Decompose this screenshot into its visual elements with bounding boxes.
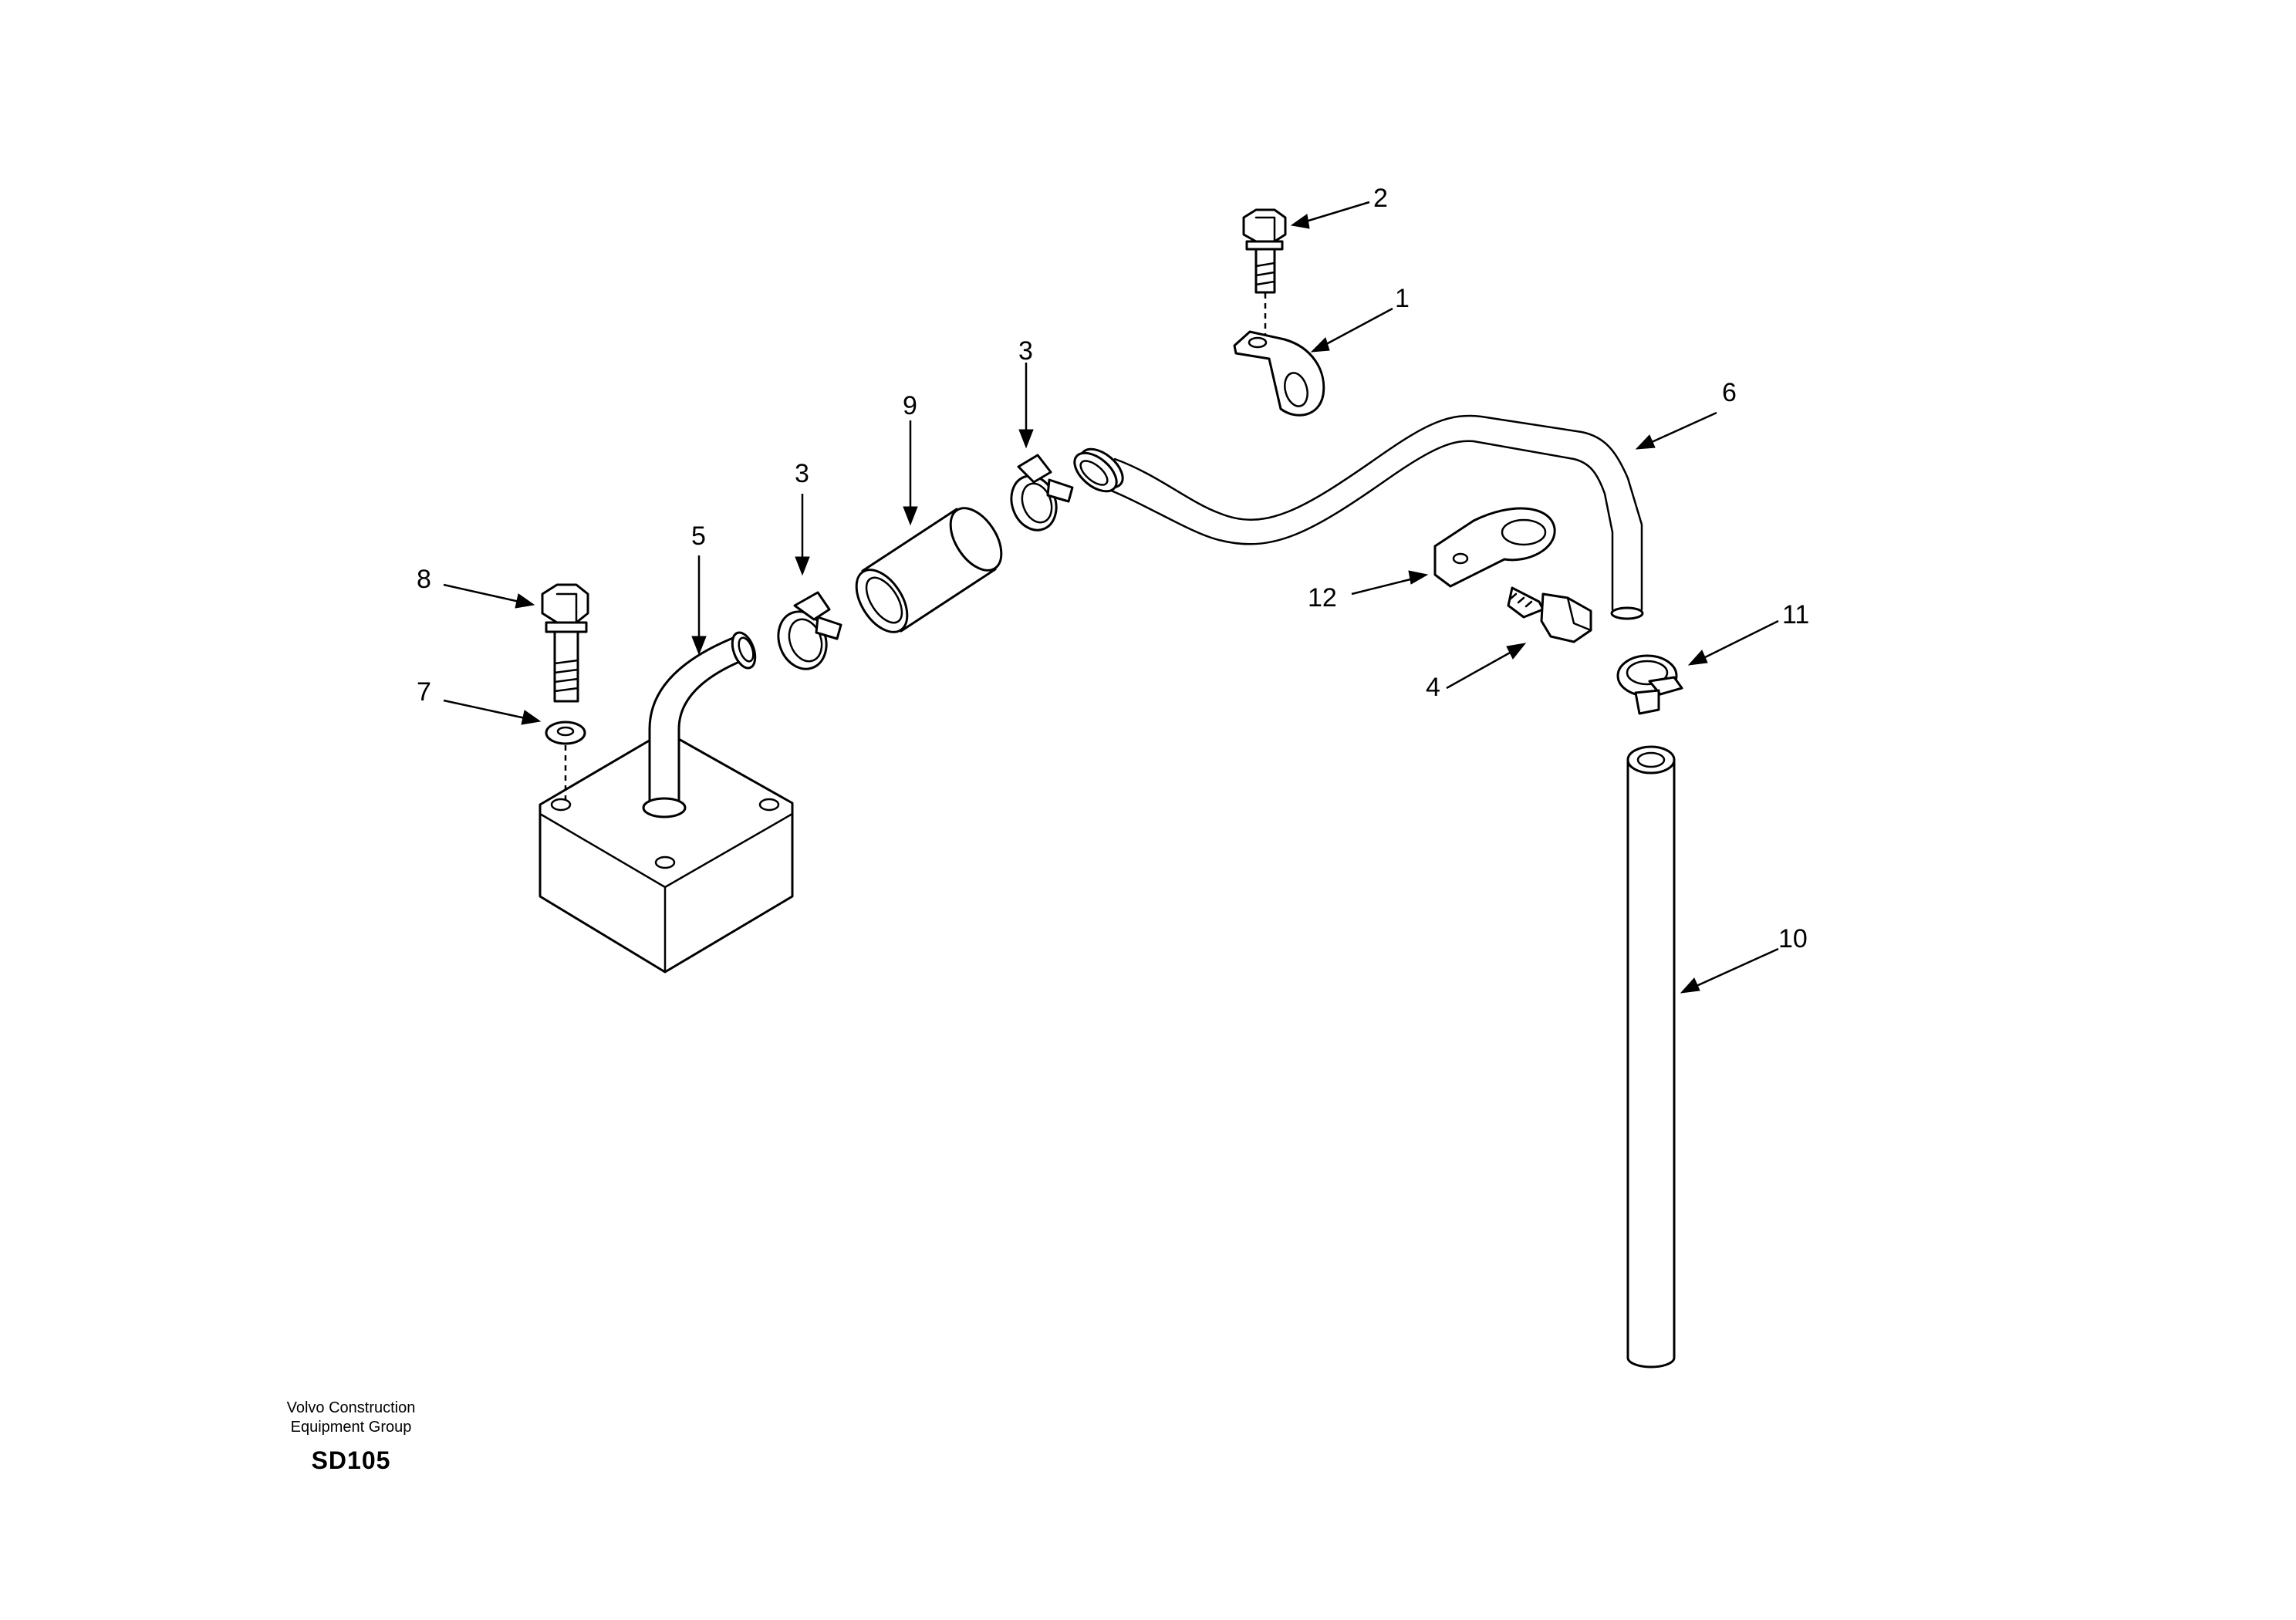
hose-clamp-3-right (1010, 454, 1074, 532)
callout-10: 10 (1778, 924, 1808, 953)
callout-11: 11 (1782, 600, 1809, 629)
callout-12: 12 (1308, 583, 1337, 613)
bolt-8 (541, 583, 589, 703)
title-block: Volvo Construction Equipment Group SD105 (255, 1399, 447, 1475)
drawing-code: SD105 (311, 1446, 391, 1474)
callout-5: 5 (691, 521, 706, 551)
p-clamp-12 (1433, 507, 1556, 588)
callout-3-left: 3 (795, 459, 809, 488)
washer-7 (545, 721, 586, 745)
bolt-4 (1507, 586, 1592, 643)
p-clamp-1 (1233, 330, 1325, 417)
callout-8: 8 (417, 565, 431, 594)
company-name-line-2: Equipment Group (290, 1419, 412, 1436)
pipe-6 (1073, 414, 1644, 620)
company-name-line-1: Volvo Construction (286, 1399, 416, 1416)
callout-9: 9 (903, 391, 917, 420)
callout-3-right: 3 (1018, 336, 1033, 366)
bolt-2 (1242, 208, 1287, 294)
hose-clamp-3-left (777, 591, 842, 670)
callout-1: 1 (1395, 284, 1410, 313)
pipe-10 (1626, 745, 1676, 1369)
tank-assembly (539, 631, 794, 974)
callout-2: 2 (1373, 184, 1388, 213)
callout-7: 7 (417, 677, 431, 707)
hose-clamp-11 (1616, 654, 1683, 715)
leader-lines (443, 201, 1779, 994)
hose-sleeve-9 (855, 507, 1003, 633)
callout-6: 6 (1722, 378, 1737, 407)
callout-4: 4 (1426, 673, 1440, 702)
